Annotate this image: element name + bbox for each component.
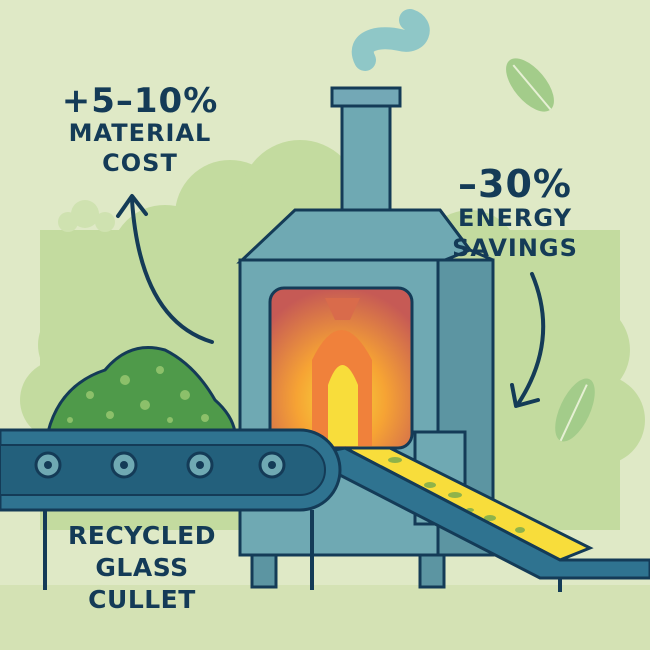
energy-savings-value: –30%	[458, 162, 572, 206]
cullet-label-line1: RECYCLED	[68, 521, 216, 550]
glass-pile-icon	[46, 346, 237, 434]
ground	[0, 585, 650, 650]
leaf-icon	[555, 378, 595, 442]
flame-inner	[328, 365, 358, 446]
material-cost-value: +5–10%	[61, 81, 219, 121]
chimney	[330, 86, 402, 213]
conveyor-ramp	[306, 446, 650, 580]
furnace-legs	[250, 553, 446, 589]
small-cloud	[58, 200, 115, 232]
material-cost-label-line2: COST	[102, 149, 178, 177]
conveyor-legs	[43, 510, 562, 592]
smoke-icon	[351, 9, 430, 71]
molten-glass-pieces	[388, 457, 525, 533]
energy-savings-label-line1: ENERGY	[458, 204, 572, 232]
flame-top	[325, 298, 360, 320]
curved-arrow-down-icon	[510, 272, 546, 408]
material-cost-label-line1: MATERIAL	[68, 119, 212, 147]
curved-arrow-up-icon	[116, 194, 214, 344]
cullet-label-line2: GLASS	[95, 553, 189, 582]
energy-savings-label-line2: SAVINGS	[452, 234, 578, 262]
cullet-label-line3: CULLET	[88, 585, 196, 614]
conveyor-icon	[0, 428, 342, 512]
leaf-icon	[506, 58, 554, 112]
